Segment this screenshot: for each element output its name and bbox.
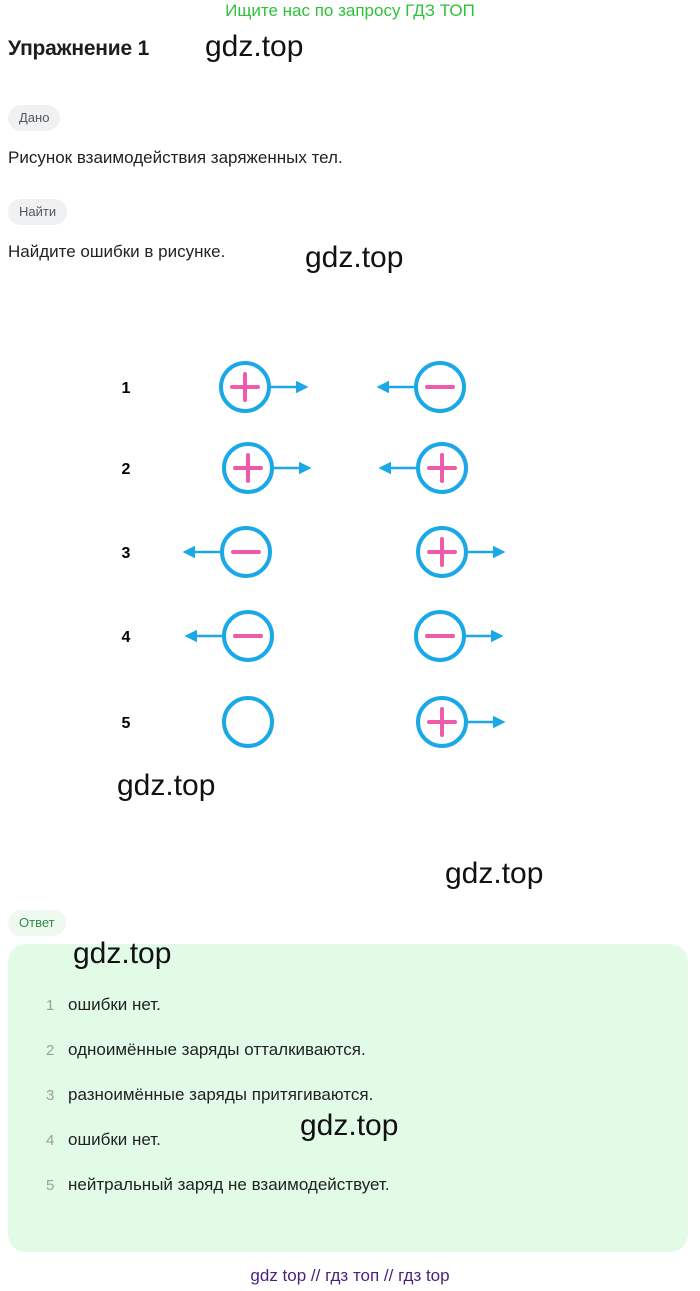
- answer-item: 4 ошибки нет.: [46, 1130, 161, 1150]
- charge-right: [378, 442, 468, 494]
- given-badge: Дано: [8, 105, 61, 131]
- charges-figure: 1 2 3 4 5: [122, 361, 506, 748]
- answer-text: одноимённые заряды отталкиваются.: [68, 1040, 366, 1059]
- charge-right: [376, 361, 466, 413]
- charge-right: [414, 610, 504, 662]
- row-label: 2: [122, 461, 131, 478]
- search-banner[interactable]: Ищите нас по запросу ГДЗ ТОП: [225, 1, 475, 20]
- answer-item: 5 нейтральный заряд не взаимодействует.: [46, 1175, 390, 1195]
- row-label: 4: [122, 629, 131, 646]
- answer-text: разноимённые заряды притягиваются.: [68, 1085, 374, 1104]
- answer-box: [8, 944, 688, 1252]
- answer-item: 2 одноимённые заряды отталкиваются.: [46, 1040, 366, 1060]
- answer-item: 3 разноимённые заряды притягиваются.: [46, 1085, 373, 1105]
- find-badge: Найти: [8, 199, 68, 225]
- watermark: gdz.top: [73, 937, 172, 970]
- charge-circle: [222, 696, 274, 748]
- charge-left: [222, 442, 312, 494]
- charge-right: [416, 696, 506, 748]
- answer-number: 5: [46, 1177, 55, 1194]
- watermark: gdz.top: [117, 769, 216, 802]
- answer-number: 3: [46, 1087, 55, 1104]
- row-label: 1: [122, 380, 131, 397]
- watermark: gdz.top: [305, 241, 404, 274]
- answer-text: ошибки нет.: [68, 995, 161, 1014]
- footer-links[interactable]: gdz top // гдз топ // гдз top: [250, 1266, 450, 1285]
- charge-left: [182, 526, 272, 578]
- row-label: 5: [122, 715, 131, 732]
- charge-left: [222, 696, 274, 748]
- answer-number: 4: [46, 1132, 55, 1149]
- given-text: Рисунок взаимодействия заряженных тел.: [8, 148, 343, 167]
- watermark: gdz.top: [445, 857, 544, 890]
- charge-left: [219, 361, 309, 413]
- answer-number: 1: [46, 997, 55, 1014]
- watermark: gdz.top: [205, 30, 304, 63]
- watermark: gdz.top: [300, 1109, 399, 1142]
- row-label: 3: [122, 545, 131, 562]
- charge-right: [416, 526, 506, 578]
- answer-badge: Ответ: [8, 910, 66, 936]
- find-text: Найдите ошибки в рисунке.: [8, 242, 226, 261]
- charge-left: [184, 610, 274, 662]
- answer-number: 2: [46, 1042, 55, 1059]
- answer-text: нейтральный заряд не взаимодействует.: [68, 1175, 390, 1194]
- answer-item: 1 ошибки нет.: [46, 995, 161, 1015]
- answer-text: ошибки нет.: [68, 1130, 161, 1149]
- page-title: Упражнение 1: [8, 37, 150, 60]
